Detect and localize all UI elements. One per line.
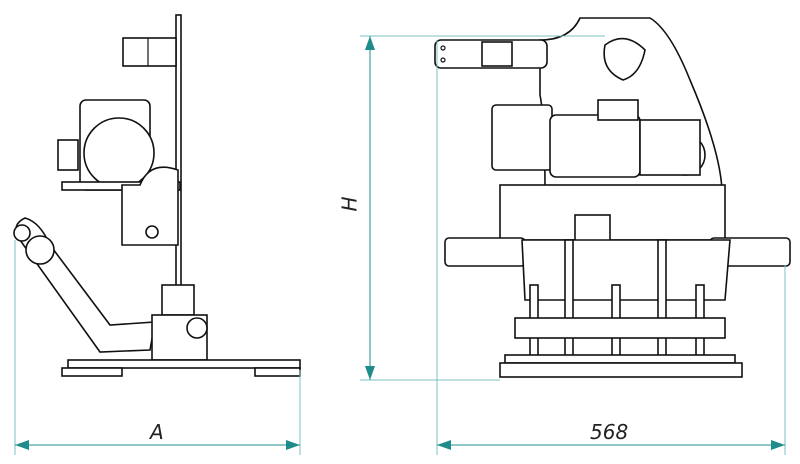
front-tank [499, 184, 726, 241]
front-motor [549, 114, 641, 178]
front-view [434, 17, 791, 378]
dimension-568-label: 568 [590, 420, 629, 444]
dimension-lines [14, 35, 786, 455]
front-base-plate [504, 354, 736, 364]
front-left-grip [444, 237, 526, 267]
side-view [13, 14, 301, 377]
side-handle-block [122, 37, 177, 67]
side-box [57, 139, 79, 171]
dimension-a-label: A [150, 420, 164, 444]
front-handle-hole [603, 37, 646, 81]
dimension-h-label: H [337, 196, 362, 212]
side-pump [121, 166, 179, 246]
side-base-plate [67, 359, 301, 369]
front-motor-box [491, 104, 553, 171]
